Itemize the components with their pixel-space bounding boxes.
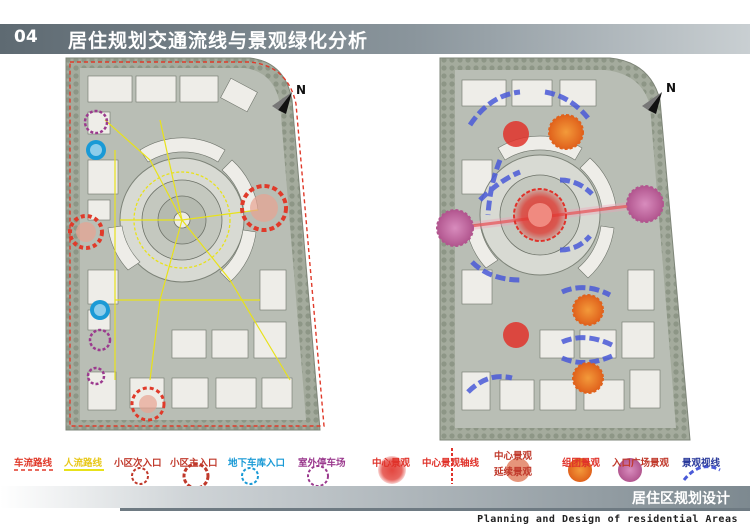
- legend-sight-line: 景观视线: [682, 458, 721, 469]
- header-bar: 04 居住规划交通流线与景观绿化分析: [0, 24, 750, 54]
- section-number: 04: [14, 27, 38, 47]
- north-label-left: N: [296, 83, 306, 97]
- legend-center-axis: 中心景观轴线: [422, 458, 480, 469]
- north-label-right: N: [666, 81, 676, 95]
- legend-center-landscape-2: 中心景观: [494, 451, 533, 462]
- legend-extended-landscape: 延续景观: [494, 467, 533, 478]
- footer-divider: [120, 508, 750, 511]
- footer-bar: [0, 486, 750, 508]
- legend-pedestrian-route: 人流路线: [64, 458, 103, 469]
- legend-vehicle-route: 车流路线: [14, 458, 53, 469]
- legend-entry-plaza: 入口广场景观: [612, 458, 670, 469]
- legend-symbols: [14, 448, 721, 490]
- legend-center-landscape: 中心景观: [372, 458, 411, 469]
- traffic-plan: N: [65, 57, 325, 431]
- legend-outdoor-parking: 室外停车场: [298, 458, 346, 469]
- landscape-plan: N: [436, 57, 691, 441]
- legend-group-landscape: 组团景观: [562, 458, 601, 469]
- footer-title-en: Planning and Design of residential Areas: [477, 514, 738, 525]
- legend-main-entry: 小区主入口: [170, 458, 218, 469]
- page-title: 居住规划交通流线与景观绿化分析: [68, 30, 369, 52]
- footer-title-cn: 居住区规划设计: [632, 491, 730, 507]
- legend-secondary-entry: 小区次入口: [114, 458, 162, 469]
- legend-underground-garage: 地下车库入口: [228, 458, 286, 469]
